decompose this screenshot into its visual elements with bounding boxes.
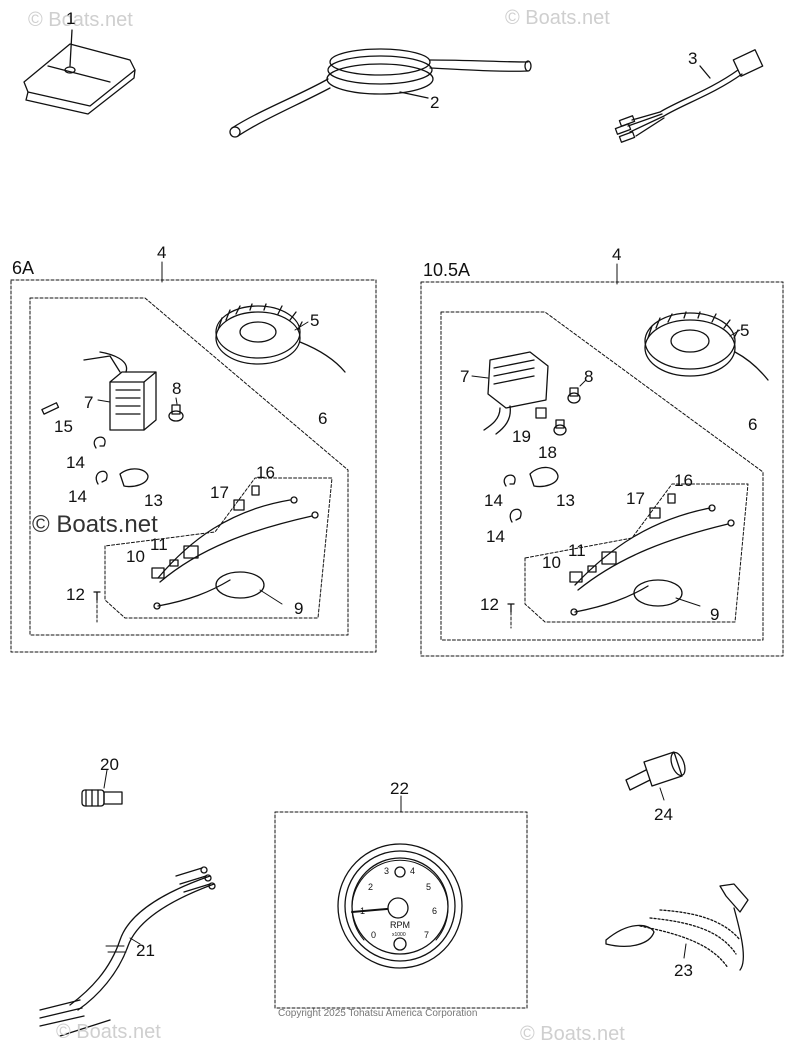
- right-bolt[interactable]: [567, 379, 587, 404]
- callout-23[interactable]: 23: [674, 961, 693, 980]
- callout-right-18[interactable]: 18: [538, 443, 557, 462]
- tach-tick-1: 1: [360, 906, 365, 916]
- right-holder[interactable]: [529, 466, 559, 488]
- callout-left-9[interactable]: 9: [294, 599, 303, 618]
- left-clip[interactable]: [41, 402, 60, 415]
- watermark-top-right: © Boats.net: [505, 7, 610, 29]
- right-clamp-a[interactable]: [503, 474, 516, 487]
- right-clamp-b[interactable]: [509, 508, 522, 523]
- tach-tick-4: 4: [410, 866, 415, 876]
- left-bracket-17[interactable]: [233, 499, 245, 511]
- panel-10-5a-title: 10.5A: [423, 260, 470, 280]
- callout-20[interactable]: 20: [100, 755, 119, 774]
- callout-right-14a[interactable]: 14: [484, 491, 503, 510]
- callout-right-10[interactable]: 10: [542, 553, 561, 572]
- left-bolt[interactable]: [168, 397, 184, 422]
- part-3-lead[interactable]: [614, 49, 764, 143]
- left-screw[interactable]: [93, 591, 101, 601]
- left-cap-16[interactable]: [251, 485, 260, 496]
- callout-right-19[interactable]: 19: [512, 427, 531, 446]
- callout-left-5[interactable]: 5: [310, 311, 319, 330]
- callout-right-13[interactable]: 13: [556, 491, 575, 510]
- callout-left-12[interactable]: 12: [66, 585, 85, 604]
- left-coupler-11[interactable]: [183, 545, 199, 559]
- right-collar-19[interactable]: [535, 407, 547, 419]
- part-22-tachometer-panel: [274, 795, 528, 1009]
- tach-tick-6: 6: [432, 906, 437, 916]
- callout-21[interactable]: 21: [136, 941, 155, 960]
- part-21-harness[interactable]: [39, 866, 216, 1037]
- right-rectifier[interactable]: [471, 351, 549, 435]
- left-clamp-a[interactable]: [93, 436, 106, 449]
- callout-3[interactable]: 3: [688, 49, 697, 68]
- callout-left-8[interactable]: 8: [172, 379, 181, 398]
- copyright-notice: Copyright 2025 Tohatsu America Corporati…: [278, 1008, 477, 1019]
- tach-tick-0: 0: [371, 930, 376, 940]
- left-rectifier[interactable]: [83, 351, 157, 431]
- right-bolt-18[interactable]: [553, 419, 567, 436]
- callout-right-16[interactable]: 16: [674, 471, 693, 490]
- part-24-plug[interactable]: [625, 751, 688, 801]
- right-stator[interactable]: [644, 311, 769, 381]
- left-stator[interactable]: [215, 303, 346, 373]
- callout-right-8[interactable]: 8: [584, 367, 593, 386]
- callout-right-5[interactable]: 5: [740, 321, 749, 340]
- watermark-top: © Boats.net: [28, 9, 133, 31]
- panel-10-5a-ref[interactable]: 4: [612, 245, 621, 264]
- callout-24[interactable]: 24: [654, 805, 673, 824]
- panel-10-5a: [420, 263, 784, 657]
- panel-6a: [10, 261, 377, 653]
- callout-left-14a[interactable]: 14: [66, 453, 85, 472]
- panel-6a-title: 6A: [12, 258, 34, 278]
- tach-tick-7: 7: [424, 930, 429, 940]
- callout-right-12[interactable]: 12: [480, 595, 499, 614]
- callout-right-9[interactable]: 9: [710, 605, 719, 624]
- left-holder[interactable]: [119, 468, 149, 488]
- right-terminal-11[interactable]: [587, 565, 597, 573]
- callout-2[interactable]: 2: [430, 93, 439, 112]
- callout-right-6[interactable]: 6: [748, 415, 757, 434]
- right-screw[interactable]: [507, 603, 515, 613]
- callout-right-17[interactable]: 17: [626, 489, 645, 508]
- part-23-lanyard[interactable]: [605, 883, 749, 971]
- right-coupler-11[interactable]: [601, 551, 617, 565]
- callout-left-10[interactable]: 10: [126, 547, 145, 566]
- right-cap-16[interactable]: [667, 493, 676, 504]
- right-harness[interactable]: [570, 504, 735, 616]
- right-bracket-17[interactable]: [649, 507, 661, 519]
- tach-tick-3: 3: [384, 866, 389, 876]
- callout-left-6[interactable]: 6: [318, 409, 327, 428]
- callout-left-16[interactable]: 16: [256, 463, 275, 482]
- part-20-fitting[interactable]: [81, 769, 123, 807]
- watermark-mid: © Boats.net: [32, 511, 158, 538]
- callout-left-7[interactable]: 7: [84, 393, 93, 412]
- part-2-hose[interactable]: [229, 48, 532, 138]
- callout-right-14b[interactable]: 14: [486, 527, 505, 546]
- left-terminal-11[interactable]: [169, 559, 179, 567]
- callout-left-15[interactable]: 15: [54, 417, 73, 436]
- watermark-bottom-right: © Boats.net: [520, 1023, 625, 1045]
- panel-6a-ref[interactable]: 4: [157, 243, 166, 262]
- callout-1[interactable]: 1: [66, 9, 75, 28]
- tach-tick-5: 5: [426, 882, 431, 892]
- left-coupler-10[interactable]: [151, 567, 165, 579]
- tach-tick-2: 2: [368, 882, 373, 892]
- left-harness[interactable]: [153, 496, 319, 610]
- right-coupler-10[interactable]: [569, 571, 583, 583]
- callout-left-11[interactable]: 11: [150, 535, 168, 554]
- callout-left-17[interactable]: 17: [210, 483, 229, 502]
- left-clamp-b[interactable]: [95, 470, 108, 485]
- tachometer-gauge[interactable]: [337, 843, 463, 969]
- callout-left-13[interactable]: 13: [144, 491, 163, 510]
- tach-multiplier: x1000: [392, 932, 406, 938]
- watermark-bottom: © Boats.net: [56, 1021, 161, 1043]
- part-1-pouch[interactable]: [23, 29, 136, 115]
- callout-22[interactable]: 22: [390, 779, 409, 798]
- callout-left-14b[interactable]: 14: [68, 487, 87, 506]
- callout-right-7[interactable]: 7: [460, 367, 469, 386]
- callout-right-11[interactable]: 11: [568, 541, 586, 560]
- tach-unit: RPM: [390, 920, 410, 930]
